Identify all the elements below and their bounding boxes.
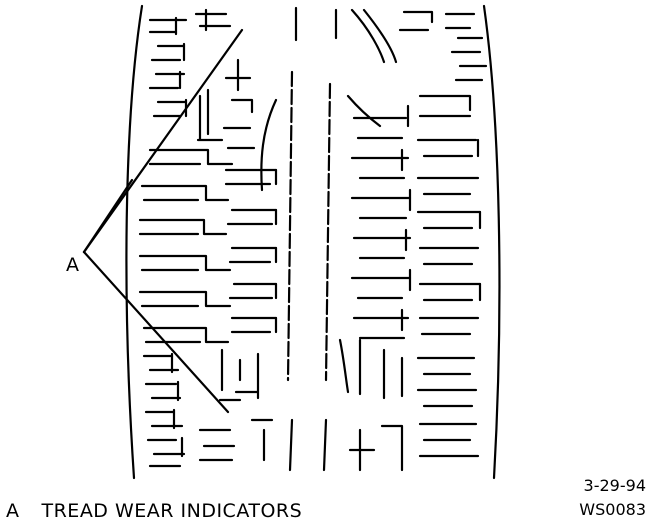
callout-line-lower — [82, 250, 230, 414]
left-shoulder-blocks-top — [148, 8, 232, 118]
tire-left-edge — [125, 4, 144, 480]
callout-letter: A — [66, 254, 79, 276]
callout-line-short — [82, 178, 134, 254]
figure-date: 3-29-94 — [583, 476, 646, 495]
callout-line-upper — [82, 28, 244, 254]
figure-id: WS0083 — [579, 500, 646, 519]
tire-right-edge — [482, 4, 501, 480]
center-groove-right — [324, 82, 332, 382]
center-groove-left — [286, 70, 294, 382]
left-tread-blocks — [138, 58, 278, 462]
figure-caption: A TREAD WEAR INDICATORS — [6, 500, 302, 522]
left-shoulder-blocks-bottom — [142, 352, 236, 468]
caption-label: A — [6, 500, 20, 522]
right-tread-blocks — [338, 8, 488, 472]
caption-text: TREAD WEAR INDICATORS — [41, 500, 303, 522]
